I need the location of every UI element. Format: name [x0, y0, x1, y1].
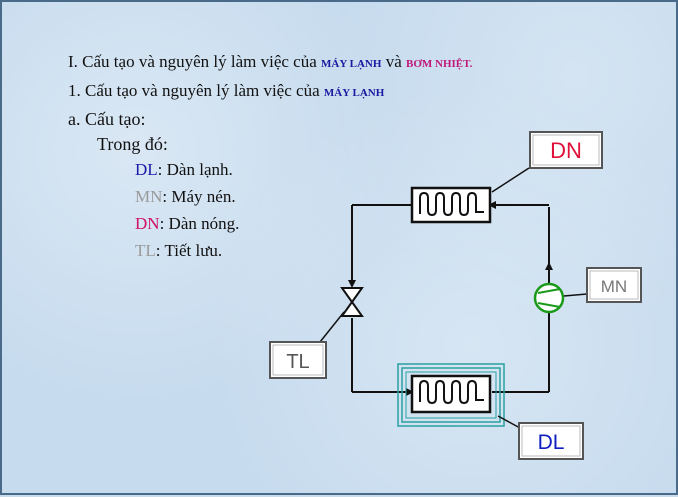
expansion-valve-icon: [340, 287, 364, 317]
section-title: a. Cấu tạo:: [68, 109, 146, 129]
callout-dl: DL: [497, 415, 584, 460]
intro-label: Trong đó:: [97, 134, 168, 154]
callout-mn: MN: [563, 267, 642, 303]
legend-item-tl: TL: Tiết lưu.: [135, 241, 223, 260]
callout-tl-label: TL: [286, 351, 309, 373]
compressor-icon: [533, 282, 565, 314]
legend-item-dn: DN: Dàn nóng.: [135, 214, 240, 233]
condenser-coil: [410, 186, 492, 224]
callout-tl: TL: [269, 311, 345, 379]
callout-dn: DN: [491, 131, 603, 193]
callout-mn-label: MN: [601, 277, 627, 296]
legend-item-dl: DL: Dàn lạnh.: [135, 160, 233, 179]
callout-dn-label: DN: [550, 138, 582, 163]
evaporator-coil: [397, 363, 505, 427]
legend-item-mn: MN: Máy nén.: [135, 187, 236, 206]
main-heading: I. Cấu tạo và nguyên lý làm việc của MÁY…: [68, 52, 473, 71]
sub-heading: 1. Cấu tạo và nguyên lý làm việc của MÁY…: [68, 81, 385, 100]
callout-dl-label: DL: [538, 431, 565, 454]
